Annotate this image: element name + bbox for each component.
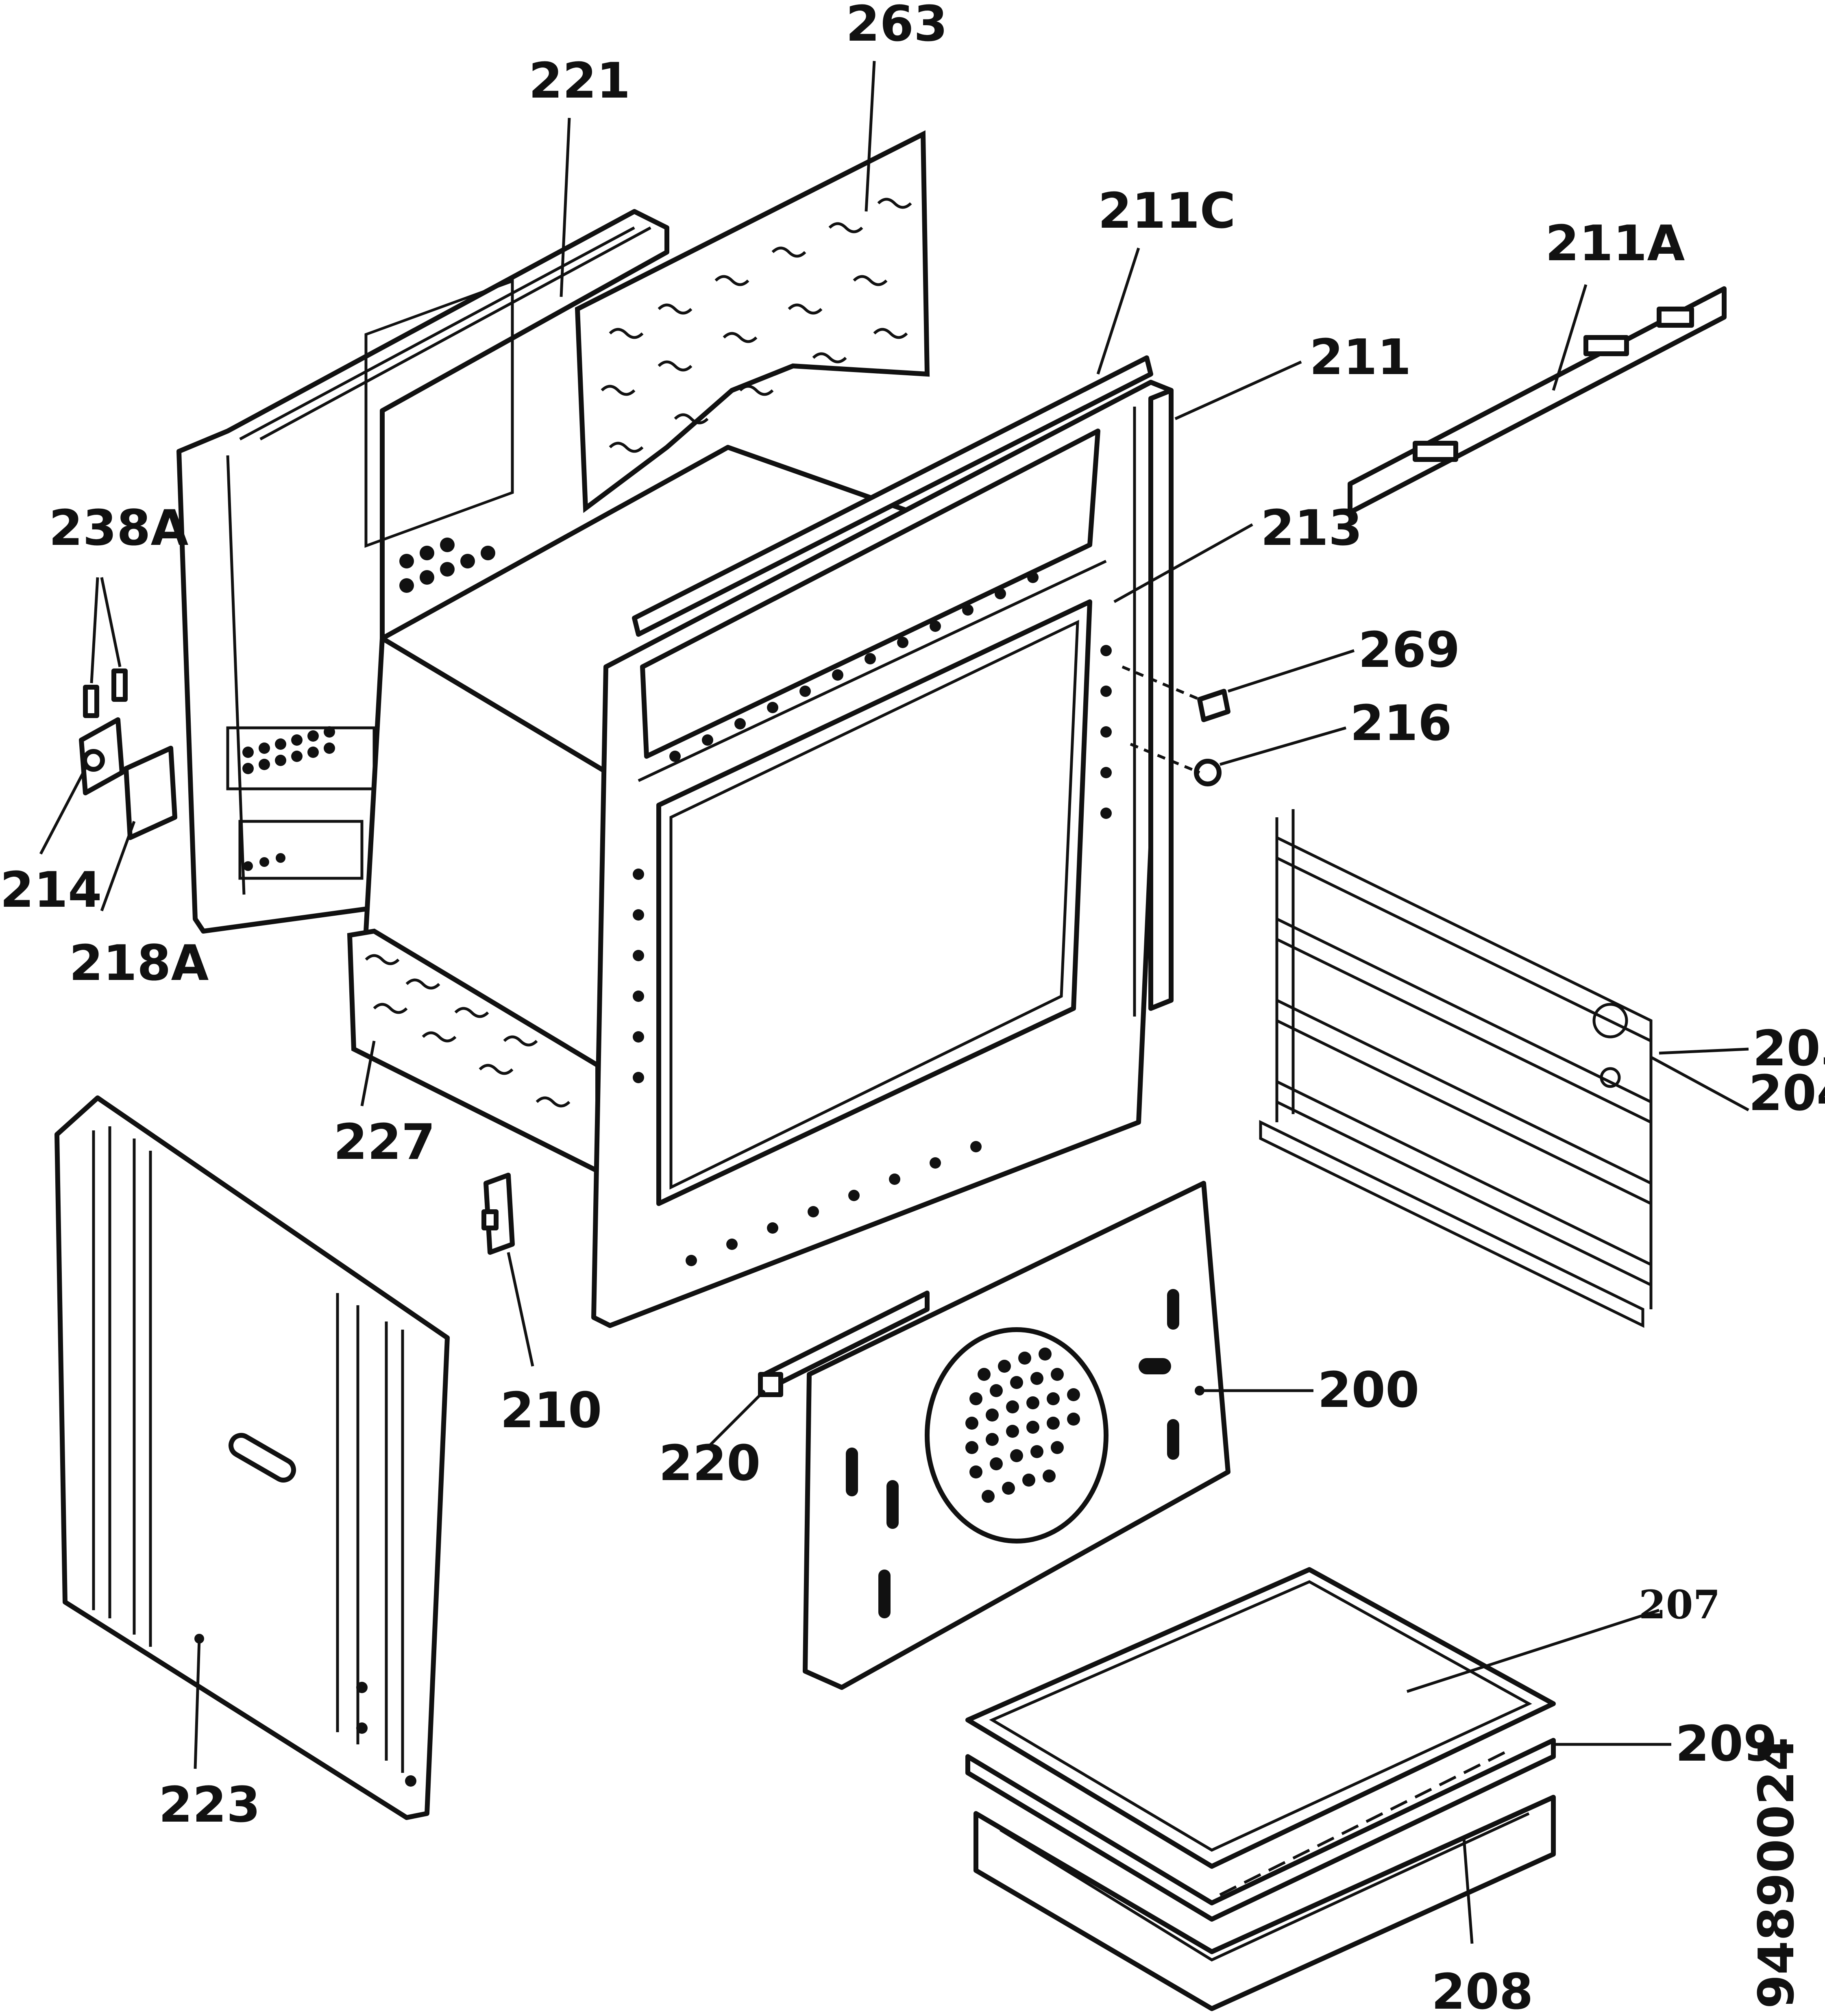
part-223-door-panel [54,1095,450,1820]
leader-263 [865,61,876,212]
part-211-front-frame [591,380,1174,1328]
leader-238A-a [90,577,99,684]
part-263-insulation-pad [575,130,930,513]
leader-223 [194,1638,201,1769]
leader-211C [1096,247,1140,375]
label-208: 208 [1431,1964,1533,2016]
label-269: 269 [1358,622,1460,679]
part-220-rail [758,1291,930,1397]
part-216-screw [1130,742,1222,786]
part-211a-rail [1348,286,1727,515]
part-200-rear-panel [803,1181,1230,1690]
leader-221 [560,118,571,297]
part-214-clip [79,717,124,795]
label-213: 213 [1261,500,1363,557]
label-209: 209 [1675,1716,1777,1772]
label-204: 204 [1749,1065,1825,1122]
part-210-clip [481,1173,515,1255]
label-220: 220 [659,1435,761,1492]
leader-213 [1113,523,1253,603]
part-211c-strip [632,355,1153,637]
part-207-tray [965,1567,1556,1869]
label-211C: 211C [1098,183,1236,239]
leader-211 [1174,360,1302,420]
catalog-number: 94890024 [1749,1737,1805,2009]
part-203-204-side-rack [1259,809,1653,1328]
label-227: 227 [333,1114,436,1171]
leader-207 [1406,1609,1660,1693]
leader-210 [507,1252,534,1367]
label-221: 221 [529,53,631,109]
label-211A: 211A [1545,216,1685,272]
leader-211A [1552,284,1588,391]
part-269-screw [1122,665,1230,722]
leader-220 [706,1389,766,1449]
label-218A: 218A [69,935,209,992]
label-223: 223 [159,1777,261,1833]
label-211: 211 [1309,329,1411,386]
label-214: 214 [0,862,102,919]
part-208-deep-tray [973,1795,1556,2011]
leader-204 [1650,1056,1749,1112]
label-238A: 238A [49,500,188,557]
leader-269 [1227,649,1355,693]
label-207: 207 [1639,1582,1720,1628]
label-203: 203 [1753,1021,1825,1077]
leader-218A [100,821,136,912]
label-210: 210 [500,1382,602,1439]
part-218a-bracket [124,746,177,840]
label-216: 216 [1350,695,1452,752]
leader-208 [1462,1837,1474,1944]
label-200: 200 [1318,1362,1420,1419]
leader-238A-b [100,577,122,667]
leader-227 [360,1041,376,1106]
label-263: 263 [846,0,948,52]
leader-216 [1220,726,1346,766]
leader-203 [1659,1047,1749,1055]
part-209-grid-shelf [965,1738,1556,1922]
part-211-side-strip [1133,388,1174,1017]
leader-214 [39,768,87,855]
part-238a-pins [83,668,128,718]
leader-lines [39,61,1749,1944]
